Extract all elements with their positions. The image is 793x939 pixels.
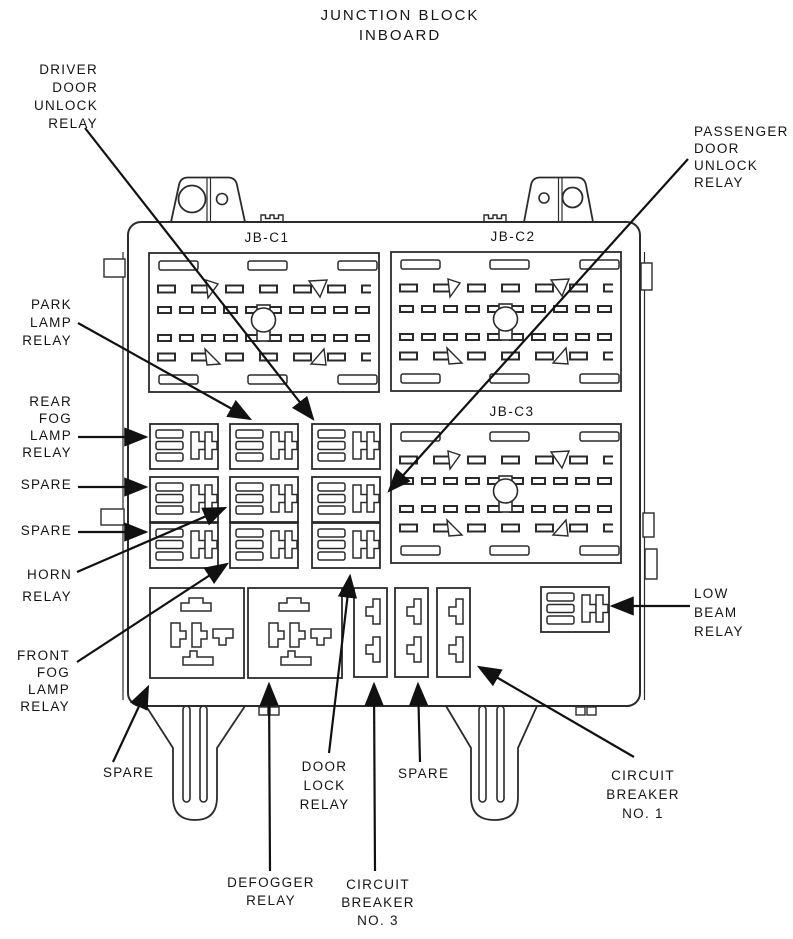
- horn-relay-socket: [229, 476, 299, 523]
- defogger-relay-socket: [247, 587, 343, 679]
- leader-spare-bottom-left: [112, 684, 150, 763]
- leader-park-lamp: [77, 322, 253, 421]
- page-title: JUNCTION BLOCK INBOARD: [320, 7, 480, 44]
- passenger-door-unlock-relay-socket: [311, 476, 381, 523]
- label-spare-left-1: SPARE: [20, 477, 72, 492]
- front-fog-lamp-relay-socket: [229, 522, 299, 569]
- spare-large-socket: [149, 587, 245, 679]
- door-lock-relay-socket: [311, 522, 381, 569]
- circuit-breaker-3-socket: [353, 587, 388, 678]
- label-circuit-breaker-1: CIRCUIT BREAKER NO. 1: [606, 768, 680, 821]
- label-circuit-breaker-3: CIRCUIT BREAKER NO. 3: [341, 877, 415, 928]
- bottom-clip-2a: [575, 706, 586, 716]
- label-spare-bottom-right: SPARE: [398, 766, 450, 781]
- leader-horn: [76, 506, 228, 574]
- label-park-lamp-relay: PARK LAMP RELAY: [22, 297, 72, 348]
- label-spare-left-2: SPARE: [20, 523, 72, 538]
- label-door-lock-relay: DOOR LOCK RELAY: [299, 759, 350, 812]
- junction-block-outline: [127, 221, 641, 707]
- jb-c3-label: JB-C3: [489, 404, 535, 419]
- leader-circuit-breaker-3: [364, 681, 384, 872]
- rear-fog-lamp-relay-socket: [149, 423, 219, 470]
- label-horn-relay: HORN RELAY: [22, 567, 72, 604]
- leader-spare-bottom-right: [408, 681, 429, 763]
- bottom-clip-1a: [258, 706, 269, 716]
- top-clip-right: [483, 214, 507, 222]
- label-low-beam-relay: LOW BEAM RELAY: [694, 586, 744, 639]
- mounting-tab-left: [169, 176, 247, 223]
- bottom-clip-2b: [586, 706, 597, 716]
- leader-front-fog: [76, 562, 230, 663]
- label-defogger-relay: DEFOGGER RELAY: [227, 875, 315, 908]
- spare-narrow-socket: [394, 587, 429, 678]
- bottom-socket-row: [149, 586, 610, 679]
- top-clip-left: [260, 214, 284, 222]
- park-lamp-relay-socket: [229, 423, 299, 470]
- circuit-breaker-1-socket: [436, 587, 471, 678]
- leader-door-lock: [327, 573, 358, 754]
- low-beam-relay-socket: [540, 586, 610, 633]
- label-rear-fog-lamp-relay: REAR FOG LAMP RELAY: [22, 394, 72, 460]
- right-clip-3: [644, 548, 658, 580]
- mounting-leg-right: [445, 705, 538, 821]
- relay-socket-grid: [149, 423, 381, 569]
- leader-defogger: [259, 681, 279, 872]
- mounting-leg-left: [145, 705, 246, 821]
- driver-door-unlock-relay-socket: [311, 423, 381, 470]
- leader-passenger-door: [387, 158, 689, 493]
- spare-socket-2: [149, 522, 219, 569]
- jb-c2-label: JB-C2: [490, 229, 536, 244]
- label-spare-bottom-left: SPARE: [103, 765, 155, 780]
- label-passenger-door-unlock-relay: PASSENGER DOOR UNLOCK RELAY: [694, 124, 789, 190]
- right-clip-2: [642, 512, 655, 538]
- leader-circuit-breaker-1: [476, 665, 635, 758]
- leader-lines: [76, 127, 690, 872]
- left-clip-1: [103, 258, 126, 278]
- jb-c1-connector: [149, 253, 379, 392]
- jb-c3-connector: [391, 424, 621, 563]
- right-clip-1: [640, 262, 653, 291]
- mounting-tab-right: [522, 176, 595, 223]
- label-front-fog-lamp-relay: FRONT FOG LAMP RELAY: [17, 648, 70, 714]
- bottom-clip-1b: [269, 706, 280, 716]
- left-clip-2: [100, 508, 125, 526]
- leader-driver-door: [84, 127, 315, 421]
- jb-c1-label: JB-C1: [244, 230, 290, 245]
- label-driver-door-unlock-relay: DRIVER DOOR UNLOCK RELAY: [33, 62, 98, 131]
